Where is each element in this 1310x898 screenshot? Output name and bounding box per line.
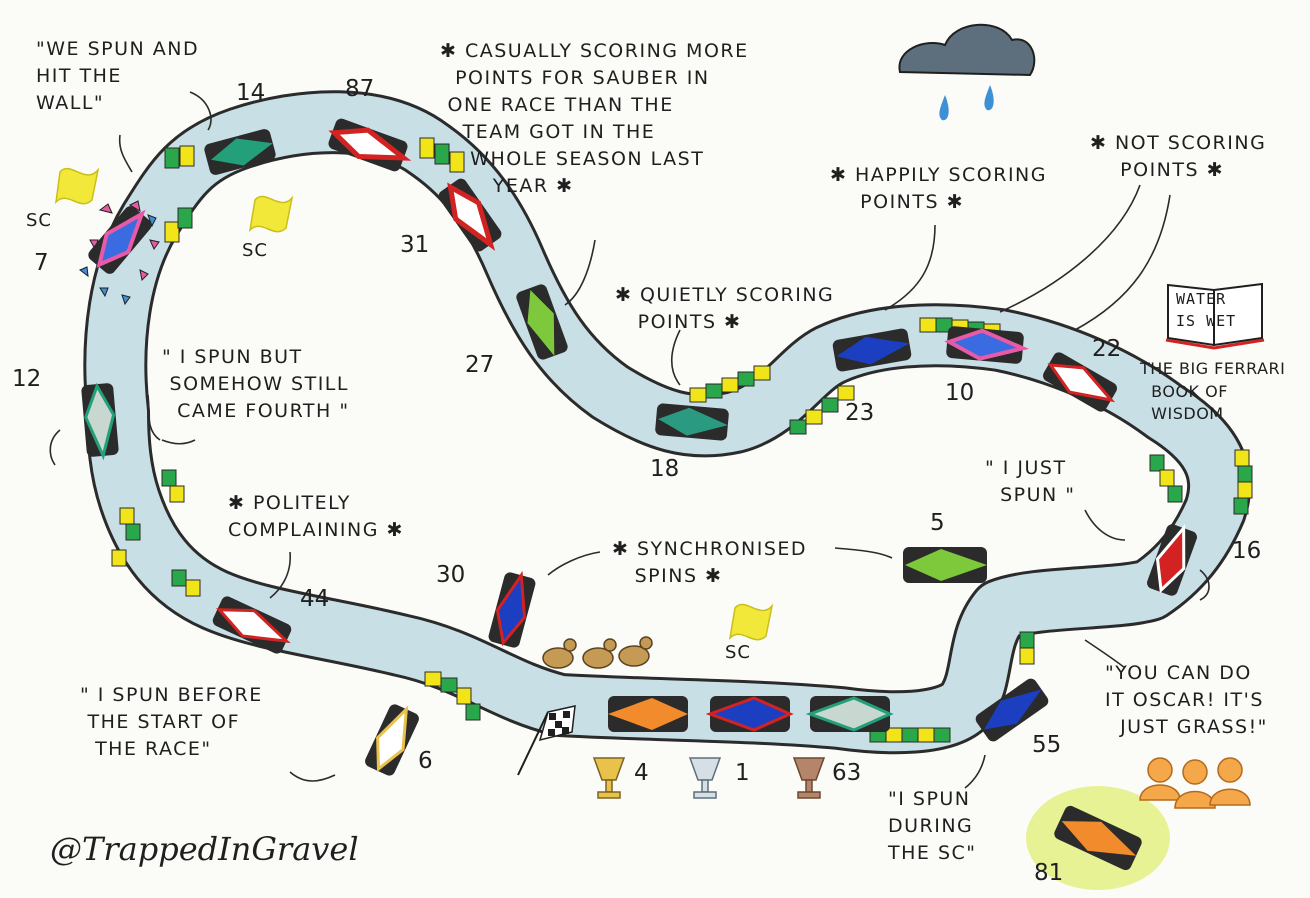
car-23 [832,328,912,372]
book-icon [1165,282,1265,350]
car-22 [1043,352,1117,412]
annotation-sauber: ✱ CASUALLY SCORING MORE POINTS FOR SAUBE… [440,40,749,197]
car-number-87: 87 [345,76,375,102]
sc-label-1: SC [26,210,52,231]
car-14 [204,129,276,175]
car-16 [1147,523,1197,596]
annotation-hit-wall: "WE SPUN AND HIT THE WALL" [36,38,200,114]
car-number-27: 27 [465,352,495,378]
book-line-2: IS WET [1176,312,1237,330]
annotation-spun-before-start: " I SPUN BEFORE THE START OF THE RACE" [80,684,263,760]
car-number-31: 31 [400,232,430,258]
car-7 [88,206,152,274]
annotation-quietly-scoring: ✱ QUIETLY SCORING POINTS ✱ [615,284,835,333]
car-18 [655,403,729,441]
car-number-12: 12 [12,366,42,392]
car-44 [212,596,292,654]
signature: @TrappedInGravel [50,830,359,868]
car-number-44: 44 [300,586,330,612]
car-number-23: 23 [845,400,875,426]
annotation-synchronised-spins: ✱ SYNCHRONISED SPINS ✱ [612,538,808,587]
annotation-spun-fourth: " I SPUN BUT SOMEHOW STILL CAME FOURTH " [162,346,350,422]
annotation-spun-during-sc: "I SPUN DURING THE SC" [888,788,977,864]
car-87 [328,118,412,172]
car-number-16: 16 [1232,538,1262,564]
car-6 [365,704,419,776]
car-number-10: 10 [945,380,975,406]
car-10 [944,326,1030,364]
annotation-just-spun: " I JUST SPUN " [985,457,1076,506]
car-55 [975,678,1049,742]
annotation-book-title: THE BIG FERRARI BOOK OF WISDOM [1140,359,1286,424]
car-63 [805,696,894,732]
ducks-icon [542,636,653,669]
sc-label-2: SC [242,240,268,261]
podium-number-2nd: 1 [735,760,750,786]
car-81 [1054,805,1142,871]
crowd-icon [1139,757,1251,809]
annotation-not-scoring: ✱ NOT SCORING POINTS ✱ [1090,132,1267,181]
crash-debris [79,200,160,306]
sc-label-3: SC [725,642,751,663]
car-1 [705,696,794,732]
car-30 [488,570,536,648]
car-5 [903,547,987,583]
annotation-oscar: "YOU CAN DO IT OSCAR! IT'S JUST GRASS!" [1105,662,1268,738]
annotation-happily-scoring: ✱ HAPPILY SCORING POINTS ✱ [830,164,1047,213]
bronze-trophy-icon [792,757,826,799]
car-4 [608,696,688,732]
car-number-7: 7 [34,250,49,276]
car-number-5: 5 [930,510,945,536]
rain-cloud-icon [898,23,1036,121]
car-number-6: 6 [418,748,433,774]
car-31 [438,178,502,252]
car-number-22: 22 [1092,336,1122,362]
car-number-81: 81 [1034,860,1064,886]
car-12 [81,382,119,461]
book-line-1: WATER [1176,290,1227,308]
annotation-politely-complaining: ✱ POLITELY COMPLAINING ✱ [228,492,404,541]
podium-number-3rd: 63 [832,760,862,786]
silver-trophy-icon [688,757,722,799]
sc-flag-icon [54,167,774,641]
podium-number-1st: 4 [634,760,649,786]
gold-trophy-icon [592,757,626,799]
car-number-55: 55 [1032,732,1062,758]
car-number-18: 18 [650,456,680,482]
car-number-14: 14 [236,80,266,106]
car-27 [516,284,568,360]
pointer-lines [49,91,1210,789]
car-number-30: 30 [436,562,466,588]
checkered-flag-icon [517,705,576,776]
